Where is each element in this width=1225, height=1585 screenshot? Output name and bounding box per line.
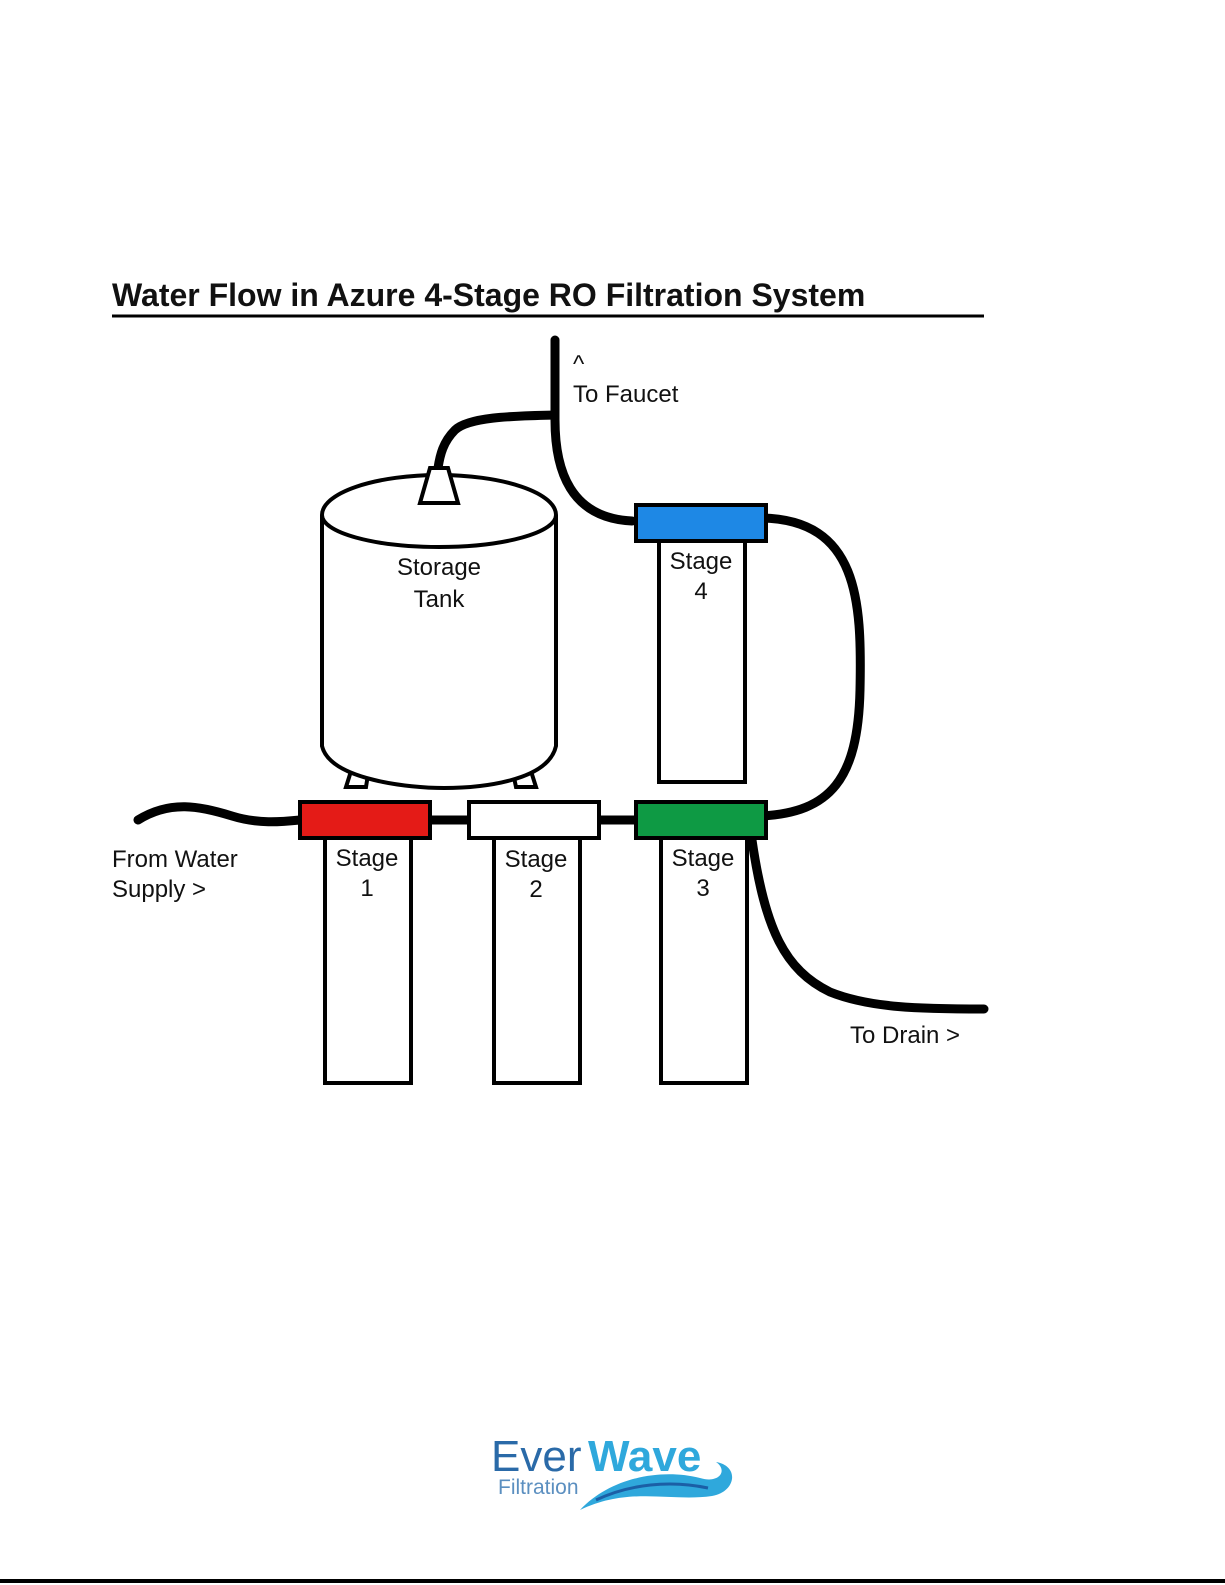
- supply-pipe: [138, 807, 300, 822]
- tank-label-line2: Tank: [414, 586, 466, 613]
- to-faucet-arrow: ^: [573, 351, 585, 378]
- drain-pipe: [752, 840, 984, 1009]
- logo-wave-text: Wave: [588, 1432, 701, 1481]
- storage-tank: [322, 475, 556, 788]
- diagram-title: Water Flow in Azure 4-Stage RO Filtratio…: [112, 277, 865, 313]
- stage2-label-word: Stage: [505, 846, 568, 873]
- logo-ever-text: Ever: [491, 1432, 581, 1481]
- from-supply-label-line1: From Water: [112, 846, 238, 873]
- stage1-label-number: 1: [360, 875, 373, 902]
- pipe-stage3-to-stage4: [762, 518, 860, 816]
- to-faucet-label: To Faucet: [573, 381, 679, 408]
- from-supply-label-line2: Supply >: [112, 876, 206, 903]
- page-bottom-rule: [0, 1579, 1225, 1583]
- faucet-pipe: [555, 340, 632, 521]
- stage3-label-number: 3: [696, 875, 709, 902]
- tank-label-line1: Storage: [397, 554, 481, 581]
- stage3-cap: [636, 802, 766, 838]
- stage3-label-word: Stage: [672, 845, 735, 872]
- everwave-logo: Ever Wave Filtration: [491, 1432, 732, 1510]
- stage2-label-number: 2: [529, 876, 542, 903]
- tank-pipe: [438, 415, 555, 468]
- stage4-label-number: 4: [694, 578, 707, 605]
- stage4-cap: [636, 505, 766, 541]
- logo-filtration-text: Filtration: [498, 1476, 579, 1499]
- stage1-label-word: Stage: [336, 845, 399, 872]
- stage1-cap: [300, 802, 430, 838]
- to-drain-label: To Drain >: [850, 1022, 960, 1049]
- stage2-cap: [469, 802, 599, 838]
- stage4-label-word: Stage: [670, 548, 733, 575]
